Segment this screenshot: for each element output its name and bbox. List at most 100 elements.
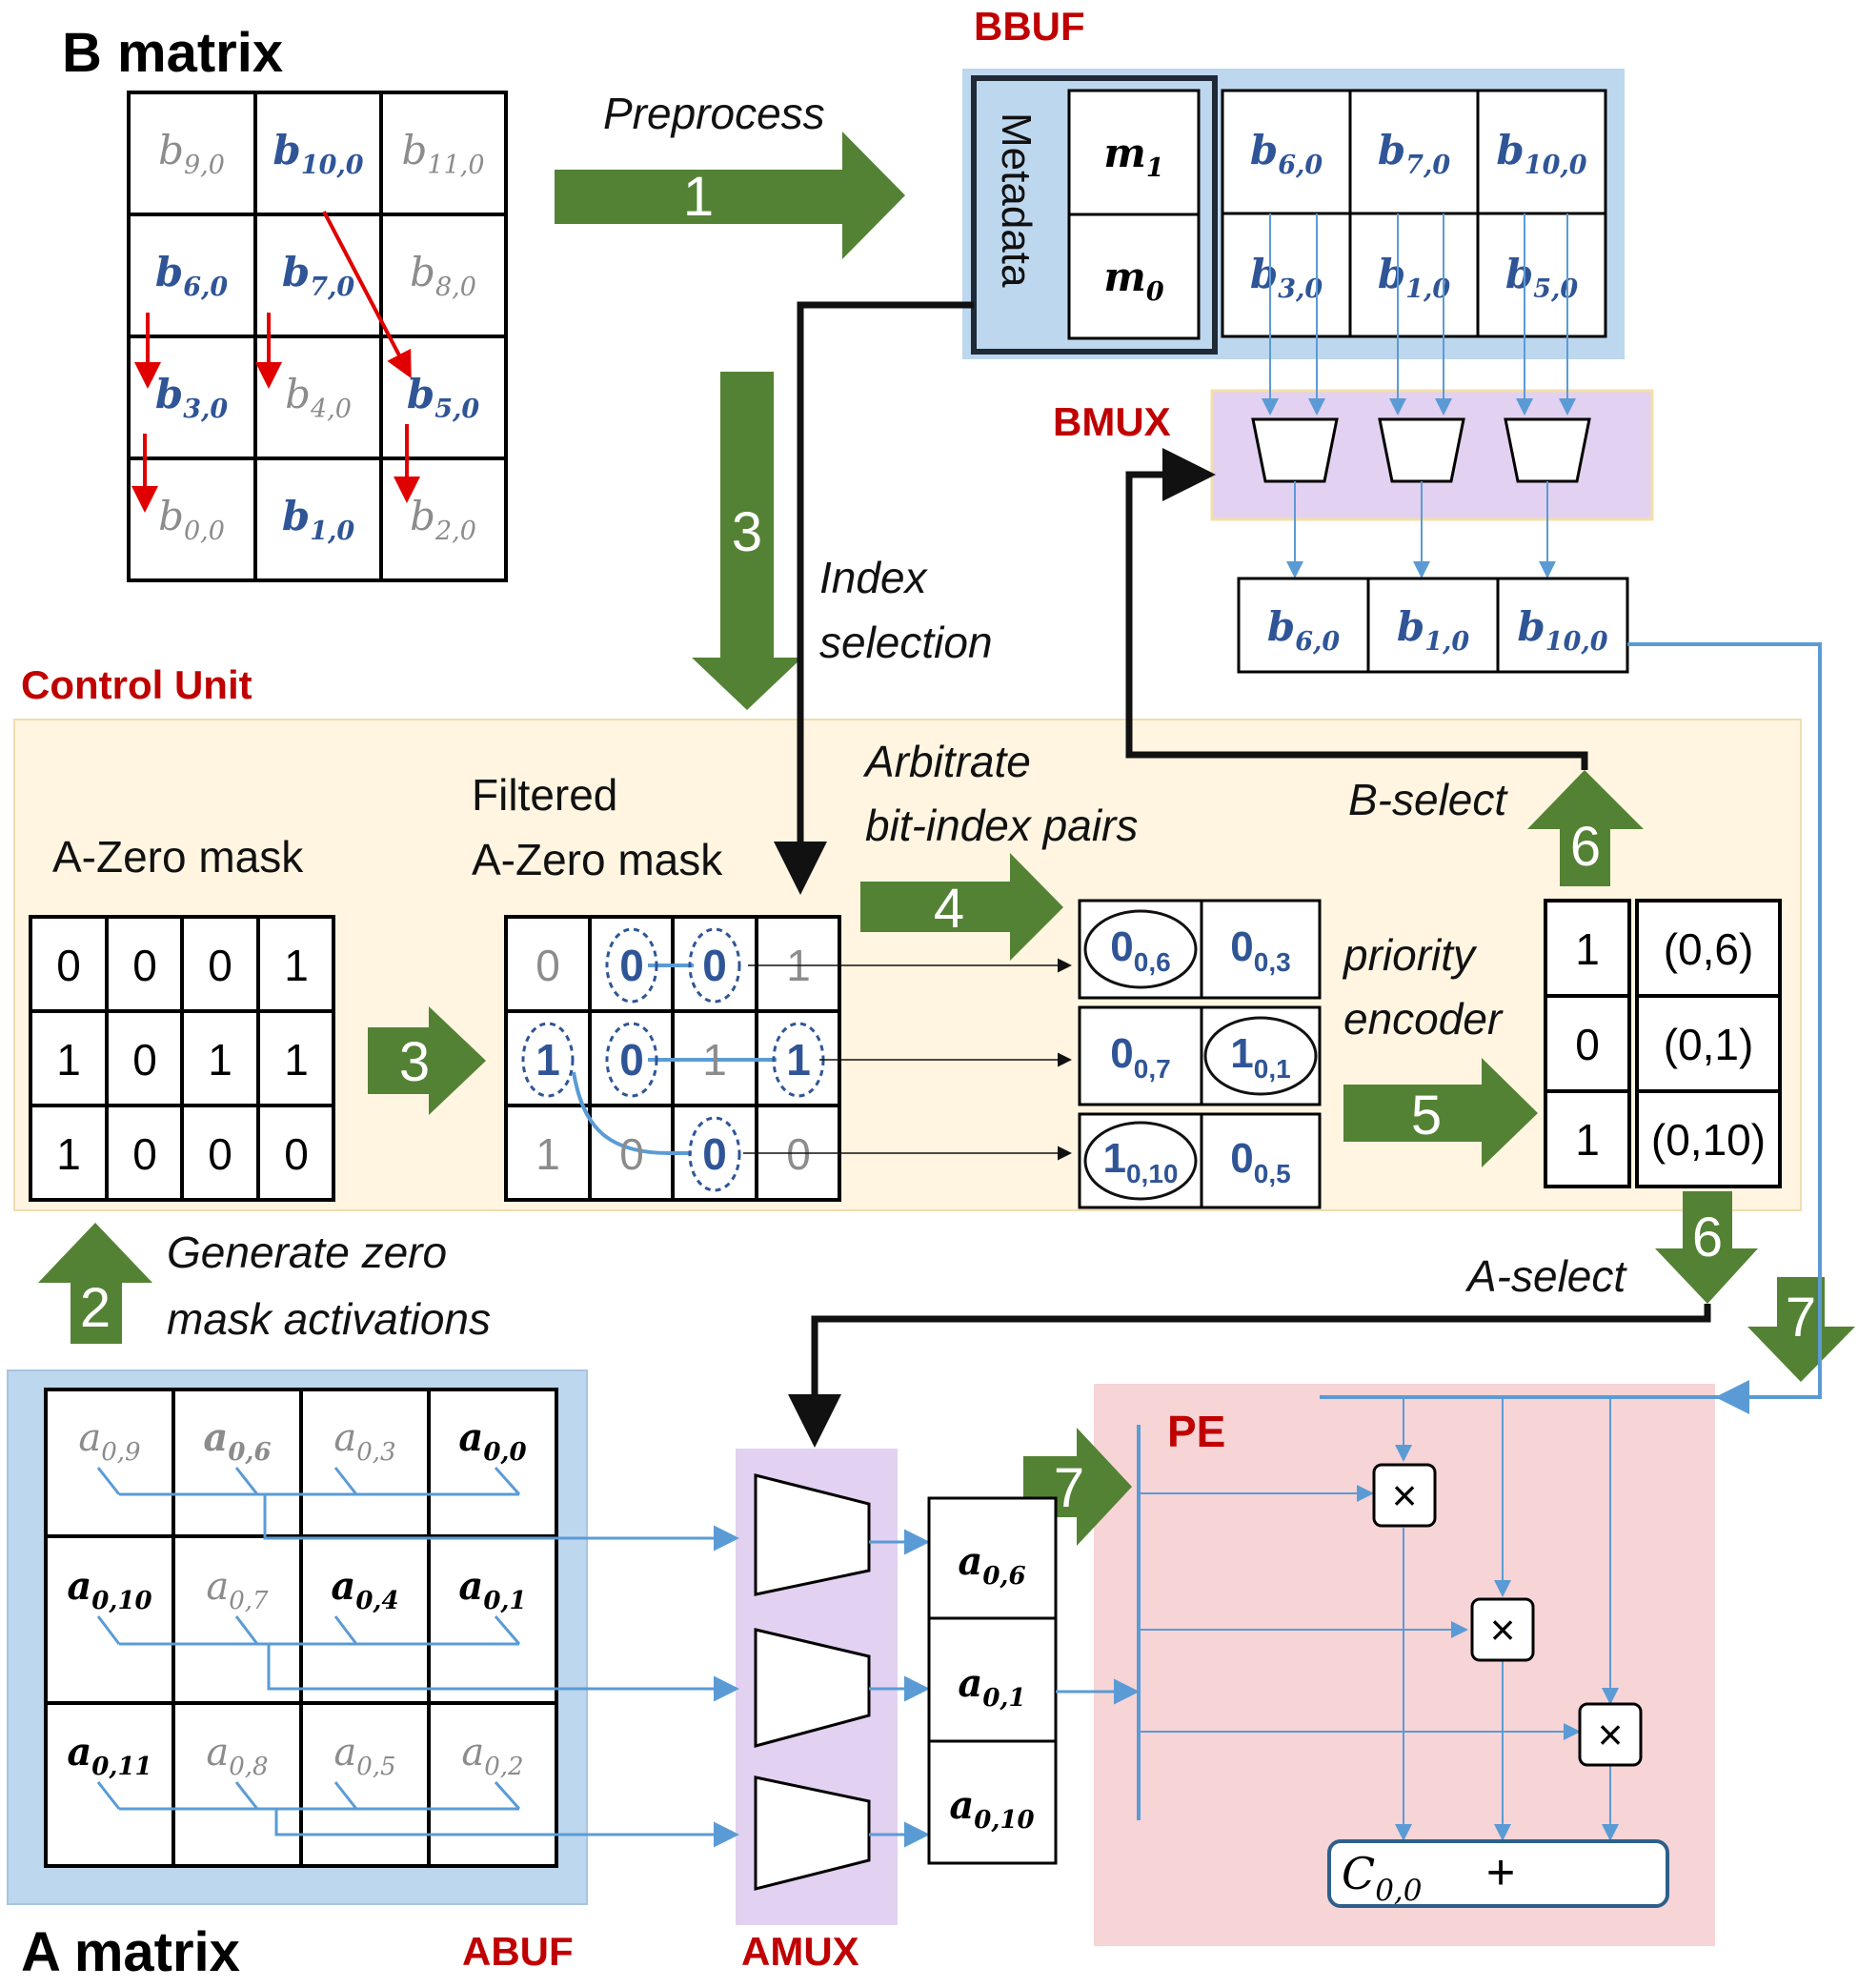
b-cell-3-0: b3,0 bbox=[155, 371, 229, 424]
encoder-index-pair: (0,6) bbox=[1664, 924, 1754, 974]
amux-output-cells: a0,6a0,1a0,10 bbox=[949, 1539, 1034, 1835]
bbuf-to-bmux-wires bbox=[1262, 213, 1576, 416]
amux-unit-1 bbox=[754, 1473, 871, 1596]
zero-mask-cell: 0 bbox=[208, 941, 232, 990]
step-3-down-arrow bbox=[692, 372, 802, 710]
b-cell-4-0: b4,0 bbox=[285, 371, 352, 424]
multiplier-1 bbox=[1372, 1463, 1437, 1528]
encoder-cells: 1(0,6)0(0,1)1(0,10) bbox=[1575, 924, 1766, 1165]
pe-wires bbox=[1137, 1395, 1720, 1841]
encoder-index-pair: (0,10) bbox=[1651, 1115, 1766, 1165]
pair-0-0-7: 00,7 bbox=[1110, 1030, 1170, 1084]
chosen-pair-circle bbox=[1203, 1016, 1318, 1096]
bmux-units bbox=[1251, 417, 1591, 483]
b-cell-5-0: b5,0 bbox=[407, 371, 480, 424]
filtered-mask-cell: 1 bbox=[786, 1035, 811, 1085]
step-4-number: 4 bbox=[934, 878, 964, 940]
step-2-number: 2 bbox=[80, 1277, 111, 1339]
b-cell-0-0: b0,0 bbox=[158, 493, 225, 546]
bmux-out-1-0: b1,0 bbox=[1397, 603, 1470, 657]
bbuf-cell-7-0: b7,0 bbox=[1378, 127, 1451, 180]
a-cell-0-10: a0,10 bbox=[67, 1564, 151, 1615]
b-cell-6-0: b6,0 bbox=[155, 249, 229, 302]
step-4-arrow bbox=[860, 853, 1063, 961]
generate-label-2: mask activations bbox=[167, 1294, 491, 1344]
bbuf-title: BBUF bbox=[974, 4, 1085, 49]
b-matrix-grid bbox=[127, 91, 508, 582]
step-2-up-arrow bbox=[38, 1223, 152, 1344]
filtered-mask-cell: 0 bbox=[619, 941, 644, 990]
generate-label-1: Generate zero bbox=[167, 1227, 447, 1277]
control-unit-title: Control Unit bbox=[21, 662, 252, 707]
multiplier-2 bbox=[1470, 1597, 1535, 1662]
chosen-pair-circle bbox=[1083, 1121, 1198, 1201]
filtered-mask-cell: 1 bbox=[535, 1129, 560, 1179]
row-to-pair-arrows bbox=[743, 958, 1072, 1161]
filtered-title-2: A-Zero mask bbox=[472, 835, 723, 884]
filtered-mask-cell: 0 bbox=[619, 1129, 644, 1179]
chosen-pair-circle bbox=[1083, 909, 1198, 989]
a-cell-0-2: a0,2 bbox=[461, 1731, 523, 1781]
metadata-label: Metadata bbox=[993, 112, 1040, 288]
step-5-arrow bbox=[1343, 1058, 1538, 1167]
b-cell-11-0: b11,0 bbox=[401, 127, 484, 180]
bmux-output-grid bbox=[1237, 577, 1629, 674]
metadata-m0: m0 bbox=[1103, 254, 1163, 307]
step-6-number-down: 6 bbox=[1692, 1207, 1723, 1268]
bmux-out-6-0: b6,0 bbox=[1267, 603, 1341, 657]
b-compaction-arrows bbox=[131, 211, 420, 513]
a-select-path bbox=[788, 1304, 1711, 1448]
step-5-number: 5 bbox=[1411, 1085, 1442, 1146]
pe-title: PE bbox=[1167, 1407, 1225, 1456]
filtered-mask-cell: 0 bbox=[702, 941, 727, 990]
selected-bit-circle bbox=[521, 1022, 575, 1098]
b-select-path bbox=[1125, 448, 1588, 770]
step-7-down-arrow bbox=[1747, 1277, 1855, 1382]
zero-mask-cell: 1 bbox=[284, 1035, 309, 1085]
bmux-title: BMUX bbox=[1053, 399, 1171, 444]
multiplier-1-symbol: × bbox=[1392, 1471, 1418, 1520]
b-cell-8-0: b8,0 bbox=[410, 249, 476, 302]
amux-out-0-6: a0,6 bbox=[958, 1539, 1025, 1591]
b-matrix-title: B matrix bbox=[62, 22, 283, 84]
step-3-right-arrow bbox=[368, 1006, 486, 1115]
priority-label-1: priority bbox=[1342, 930, 1478, 980]
step-7-number-right: 7 bbox=[1054, 1457, 1084, 1519]
amux-unit-3 bbox=[754, 1775, 871, 1891]
a-cell-0-3: a0,3 bbox=[333, 1416, 395, 1467]
selected-bit-circle bbox=[688, 927, 741, 1004]
index-selection-label-2: selection bbox=[819, 618, 993, 667]
bmux-out-10-0: b10,0 bbox=[1517, 603, 1607, 657]
encoder-index-pair: (0,1) bbox=[1664, 1020, 1754, 1069]
pair-0-0-5: 00,5 bbox=[1230, 1135, 1290, 1188]
a-cell-0-8: a0,8 bbox=[206, 1731, 268, 1781]
a-cell-0-1: a0,1 bbox=[458, 1564, 526, 1615]
step-3-number-right: 3 bbox=[399, 1031, 430, 1093]
pair-0-0-3: 00,3 bbox=[1230, 923, 1290, 977]
metadata-to-filter-path bbox=[774, 301, 974, 895]
metadata-block: Metadata bbox=[971, 75, 1218, 355]
b-to-pe-wire bbox=[1627, 642, 1822, 1414]
a-cell-0-0: a0,0 bbox=[458, 1415, 526, 1467]
a-matrix-bus-wires bbox=[96, 1467, 739, 1848]
zero-mask-title: A-Zero mask bbox=[52, 832, 304, 882]
zero-mask-cell: 0 bbox=[132, 1129, 157, 1179]
metadata-m1: m1 bbox=[1103, 130, 1163, 183]
amux-out-0-1: a0,1 bbox=[958, 1661, 1025, 1713]
filtered-mask-cell: 1 bbox=[535, 1035, 560, 1085]
step-labels: Preprocess Index selection Arbitrate bit… bbox=[167, 89, 1627, 1344]
green-step-arrows bbox=[38, 132, 1855, 1546]
index-selection-label-1: Index bbox=[819, 553, 929, 602]
pair-1-0-1: 10,1 bbox=[1230, 1030, 1290, 1084]
pair-1-0-10: 10,10 bbox=[1103, 1135, 1179, 1188]
zero-mask-grid bbox=[29, 915, 335, 1202]
a-cell-0-11: a0,11 bbox=[67, 1730, 151, 1781]
a-matrix-title: A matrix bbox=[21, 1921, 240, 1983]
green-step-numbers: 1 3 3 4 5 6 6 7 7 2 bbox=[80, 166, 1816, 1519]
step-1-number: 1 bbox=[683, 166, 714, 228]
filtered-mask-cell: 0 bbox=[619, 1035, 644, 1085]
